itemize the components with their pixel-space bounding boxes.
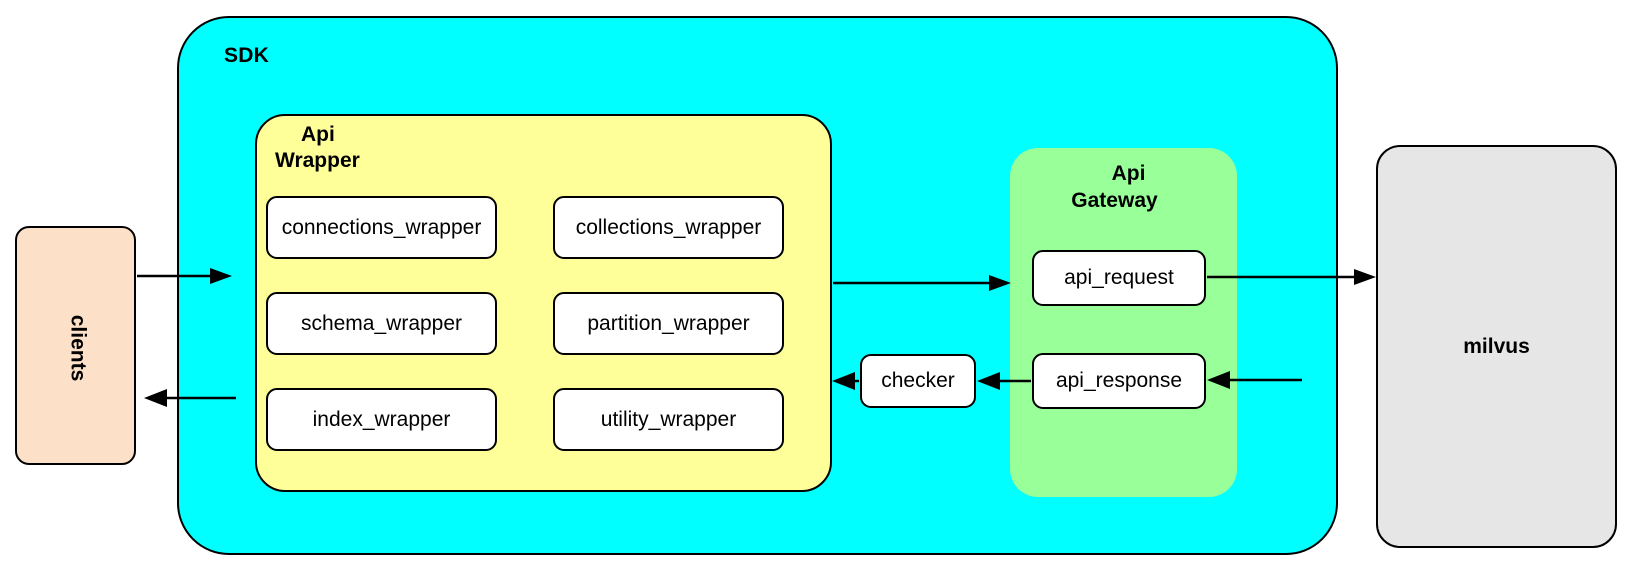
card-index-wrapper[interactable]: index_wrapper [266, 388, 497, 451]
api-wrapper-title-line1: Api [301, 123, 335, 146]
api-wrapper-title: Api Wrapper [275, 122, 455, 174]
api-gateway-container[interactable] [1010, 148, 1237, 497]
clients-label-rotated: clients [17, 228, 138, 467]
card-collections-wrapper[interactable]: collections_wrapper [553, 196, 784, 259]
card-connections-wrapper[interactable]: connections_wrapper [266, 196, 497, 259]
clients-label: clients [66, 314, 90, 381]
card-utility-wrapper[interactable]: utility_wrapper [553, 388, 784, 451]
api-gateway-title: Api Gateway [1010, 160, 1237, 214]
sdk-title: SDK [224, 44, 269, 67]
api-gateway-title-line1: Api [1111, 162, 1146, 185]
card-partition-wrapper[interactable]: partition_wrapper [553, 292, 784, 355]
card-api-response[interactable]: api_response [1032, 353, 1206, 409]
card-schema-wrapper[interactable]: schema_wrapper [266, 292, 497, 355]
api-gateway-title-line2: Gateway [1071, 189, 1158, 212]
clients-node[interactable]: clients [15, 226, 136, 465]
milvus-label: milvus [1463, 334, 1530, 358]
api-wrapper-title-line2: Wrapper [275, 149, 360, 172]
card-api-request[interactable]: api_request [1032, 250, 1206, 306]
card-checker[interactable]: checker [860, 354, 976, 408]
milvus-node[interactable]: milvus [1376, 145, 1617, 548]
